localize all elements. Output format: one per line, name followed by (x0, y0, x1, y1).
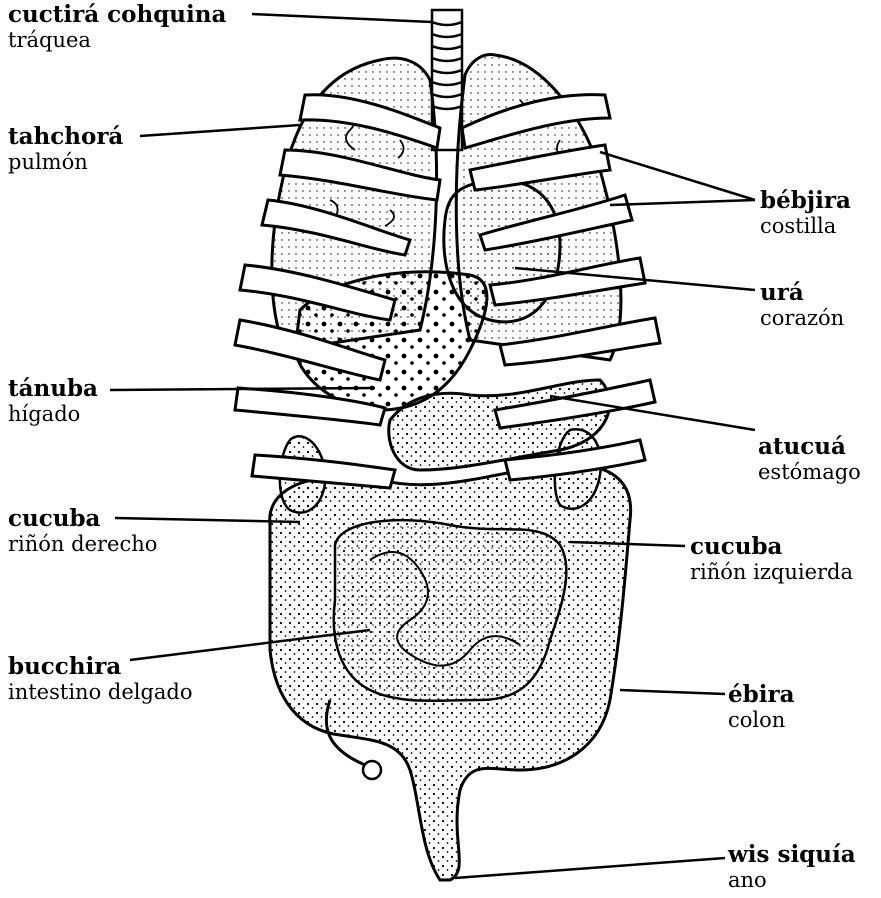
leader-line-costilla-2 (610, 200, 755, 205)
label-estomago: atucuá estómago (758, 434, 861, 485)
label-gloss: tráquea (8, 28, 226, 52)
label-term: cucuba (690, 534, 853, 560)
label-rinon-derecho: cucuba riñón derecho (8, 506, 157, 557)
label-gloss: costilla (760, 214, 851, 238)
leader-line-pulmon (140, 125, 300, 136)
label-colon: ébira colon (728, 682, 794, 733)
label-traquea: cuctirá cohquina tráquea (8, 2, 226, 53)
label-pulmon: tahchorá pulmón (8, 124, 123, 175)
label-term: atucuá (758, 434, 861, 460)
leader-line-colon (620, 690, 725, 694)
label-term: bucchira (8, 654, 193, 680)
label-gloss: riñón izquierda (690, 560, 853, 584)
label-corazon: urá corazón (760, 280, 844, 331)
label-gloss: intestino delgado (8, 680, 193, 704)
label-gloss: riñón derecho (8, 532, 157, 556)
label-term: bébjira (760, 188, 851, 214)
label-higado: tánuba hígado (8, 376, 98, 427)
label-term: tahchorá (8, 124, 123, 150)
label-gloss: colon (728, 708, 794, 732)
label-gloss: estómago (758, 460, 861, 484)
leader-line-ano (455, 858, 725, 878)
label-gloss: corazón (760, 306, 844, 330)
label-term: wis siquía (728, 842, 856, 868)
label-costilla: bébjira costilla (760, 188, 851, 239)
label-term: cuctirá cohquina (8, 2, 226, 28)
label-gloss: ano (728, 868, 856, 892)
leader-line-traquea (252, 14, 432, 22)
label-term: tánuba (8, 376, 98, 402)
label-gloss: hígado (8, 402, 98, 426)
label-term: ébira (728, 682, 794, 708)
label-term: urá (760, 280, 844, 306)
label-rinon-izquierda: cucuba riñón izquierda (690, 534, 853, 585)
label-ano: wis siquía ano (728, 842, 856, 893)
leader-line-costilla-1 (600, 152, 755, 200)
label-intestino: bucchira intestino delgado (8, 654, 193, 705)
label-gloss: pulmón (8, 150, 123, 174)
label-term: cucuba (8, 506, 157, 532)
